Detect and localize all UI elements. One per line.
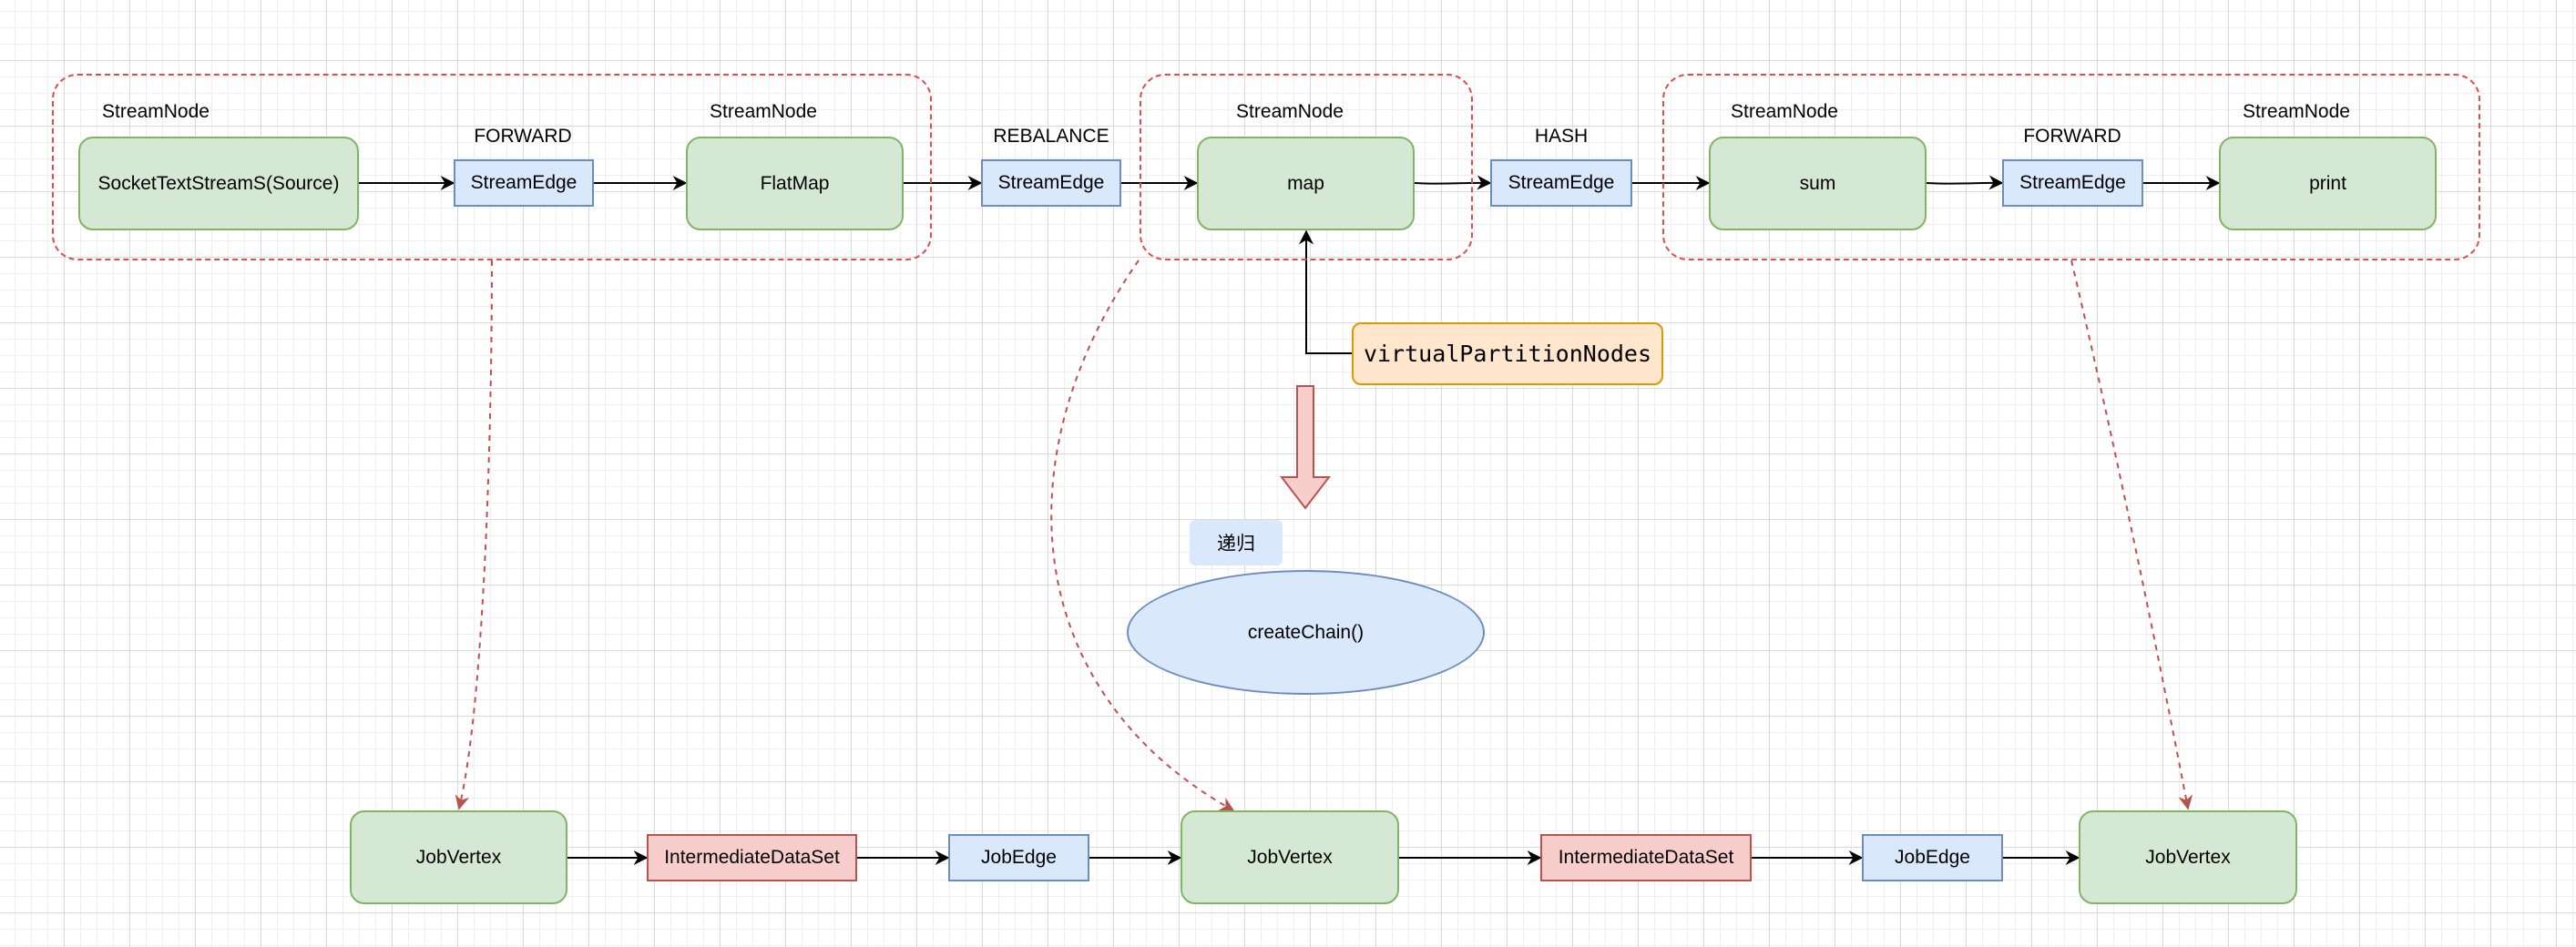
recursion-label: 递归 <box>1190 520 1283 565</box>
arrow-sum-to-edge4 <box>1926 175 2004 190</box>
stream-node-print[interactable]: print <box>2219 137 2437 230</box>
mapping-arrow-chain3-to-vertex3 <box>2070 260 2193 810</box>
job-edge-1[interactable]: JobEdge <box>948 834 1089 881</box>
stream-node-caption: StreamNode <box>1236 101 1344 122</box>
intermediate-dataset-1[interactable]: IntermediateDataSet <box>647 834 857 881</box>
chain-group-3[interactable] <box>1662 74 2480 260</box>
job-edge-2[interactable]: JobEdge <box>1862 834 2003 881</box>
create-chain-ellipse[interactable]: createChain() <box>1127 570 1485 695</box>
stream-edge-1[interactable]: StreamEdge <box>454 159 594 207</box>
chain-group-1[interactable] <box>52 74 932 260</box>
arrow-map-to-edge3 <box>1414 175 1492 190</box>
mapping-arrow-chain1-to-vertex1 <box>455 260 493 810</box>
chain-group-2[interactable] <box>1140 74 1473 260</box>
partitioner-label: REBALANCE <box>993 126 1109 147</box>
stream-node-caption: StreamNode <box>1731 101 1838 122</box>
down-arrow-shape <box>1279 385 1332 510</box>
stream-edge-2[interactable]: StreamEdge <box>981 159 1121 207</box>
stream-node-map[interactable]: map <box>1197 137 1415 230</box>
stream-edge-3[interactable]: StreamEdge <box>1490 159 1632 207</box>
arrow-virtual-partition-to-map <box>1299 229 1352 354</box>
stream-node-caption: StreamNode <box>102 101 210 122</box>
stream-node-caption: StreamNode <box>2243 101 2350 122</box>
partitioner-label: FORWARD <box>474 126 572 147</box>
stream-node-sum[interactable]: sum <box>1709 137 1927 230</box>
stream-node-flatmap[interactable]: FlatMap <box>686 137 904 230</box>
job-vertex-1[interactable]: JobVertex <box>350 810 567 904</box>
stream-node-source[interactable]: SocketTextStreamS(Source) <box>78 137 359 230</box>
job-vertex-2[interactable]: JobVertex <box>1181 810 1399 904</box>
partitioner-label: HASH <box>1534 126 1589 147</box>
virtual-partition-nodes-box[interactable]: virtualPartitionNodes <box>1352 322 1663 385</box>
stream-node-caption: StreamNode <box>710 101 817 122</box>
intermediate-dataset-2[interactable]: IntermediateDataSet <box>1540 834 1752 881</box>
mapping-arrow-chain2-to-vertex2 <box>1050 260 1235 811</box>
job-vertex-3[interactable]: JobVertex <box>2079 810 2297 904</box>
partitioner-label: FORWARD <box>2023 126 2121 147</box>
stream-edge-4[interactable]: StreamEdge <box>2002 159 2143 207</box>
